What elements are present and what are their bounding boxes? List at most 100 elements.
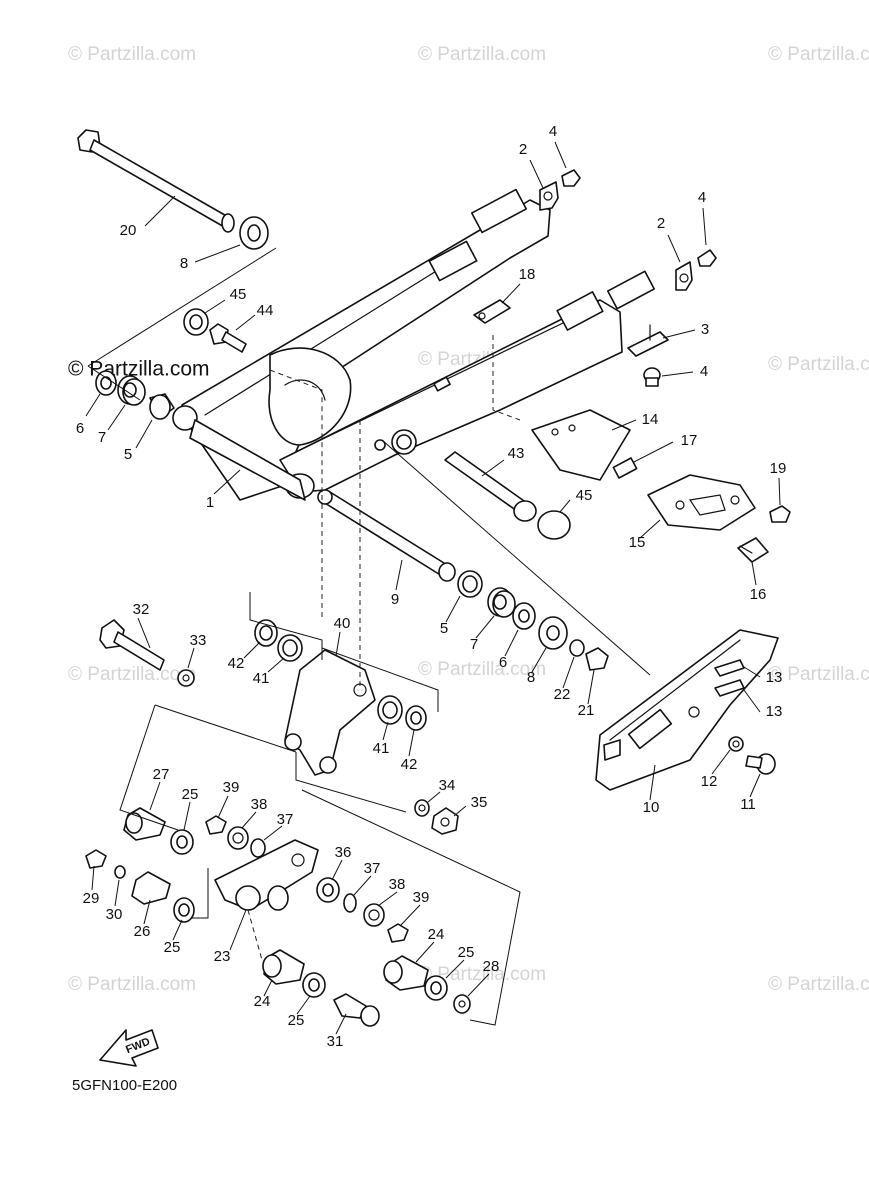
- seal-38-right: [363, 903, 385, 927]
- callout: 8: [527, 669, 535, 686]
- chain-guide: [647, 474, 756, 531]
- bolt-left: [209, 323, 247, 353]
- callout: 25: [458, 944, 475, 961]
- plate-3: [627, 324, 669, 357]
- callout: 5: [124, 446, 132, 463]
- relay-arm: [284, 649, 376, 776]
- callout: 7: [470, 636, 478, 653]
- callout: 35: [471, 794, 488, 811]
- callout: 31: [327, 1033, 344, 1050]
- hose-clamp-lower: [675, 261, 693, 291]
- collar-27: [123, 807, 166, 841]
- callout: 10: [643, 799, 660, 816]
- shaft-9: [317, 489, 456, 582]
- bearing-42-upper: [254, 619, 278, 647]
- bearing-36: [316, 877, 340, 903]
- callout: 29: [83, 890, 100, 907]
- watermark: © Partzilla.com: [418, 659, 546, 680]
- parts-layer: FWD: [77, 129, 791, 1067]
- cap-45: [537, 510, 571, 540]
- collar-26: [131, 871, 171, 905]
- callout: 40: [334, 615, 351, 632]
- callout: 42: [401, 756, 418, 773]
- callout: 28: [483, 958, 500, 975]
- callout: 6: [76, 420, 84, 437]
- chain-slider: [531, 409, 631, 481]
- callout: 16: [750, 586, 767, 603]
- watermark: © Partzilla.com: [418, 964, 546, 985]
- washer-34: [414, 799, 430, 817]
- watermark: © Partzilla.com: [418, 44, 546, 65]
- callout: 4: [549, 123, 557, 140]
- washer-33: [177, 669, 195, 687]
- bolt-31: [333, 993, 380, 1027]
- hose-clamp-upper: [539, 181, 559, 211]
- callout: 23: [214, 948, 231, 965]
- callout: 20: [120, 222, 137, 239]
- watermark: © Partzilla.com: [68, 358, 210, 381]
- callout: 24: [254, 993, 271, 1010]
- callout: 39: [223, 779, 240, 796]
- bolt-11: [745, 753, 776, 775]
- watermark: © Partzilla.com: [768, 354, 869, 375]
- callout: 21: [578, 702, 595, 719]
- callout: 9: [391, 591, 399, 608]
- left-side-bearing-stack: [95, 370, 175, 420]
- callout: 32: [133, 601, 150, 618]
- bearing-25-left: [173, 897, 195, 923]
- callout: 26: [134, 923, 151, 940]
- bolt-19: [769, 505, 791, 523]
- collar-24-right: [383, 955, 429, 991]
- callout: 33: [190, 632, 207, 649]
- callout: 19: [770, 460, 787, 477]
- ring-37: [250, 838, 266, 858]
- collar-24-left: [262, 949, 305, 985]
- bearing-41-lower: [377, 695, 403, 725]
- collar-left: [183, 308, 209, 336]
- bolt-4-right: [643, 367, 661, 387]
- callout: 6: [499, 654, 507, 671]
- bracket-18: [473, 299, 511, 324]
- watermark: © Partzilla.com: [68, 664, 196, 685]
- callout: 4: [698, 189, 706, 206]
- diagram-code: 5GFN100-E200: [72, 1077, 177, 1094]
- bearing-25-upper: [170, 829, 194, 855]
- watermark: © Partzilla.com: [768, 974, 869, 995]
- plates-13: [714, 659, 745, 697]
- bearing-41-upper: [277, 634, 303, 662]
- callout: 43: [508, 445, 525, 462]
- callout: 42: [228, 655, 245, 672]
- seal-38: [227, 826, 249, 850]
- bolt-lower: [697, 249, 717, 267]
- callout: 41: [253, 670, 270, 687]
- callout: 13: [766, 703, 783, 720]
- connecting-rod: [214, 839, 319, 911]
- callout: 3: [701, 321, 709, 338]
- callout: 24: [428, 926, 445, 943]
- leader-lines: [85, 141, 781, 1035]
- seal-39-right: [387, 923, 409, 943]
- callout: 2: [657, 215, 665, 232]
- swingarm-body: [172, 188, 656, 501]
- nut-35: [431, 807, 459, 835]
- callout: 13: [766, 669, 783, 686]
- callout: 25: [288, 1012, 305, 1029]
- washer-12: [728, 736, 744, 752]
- right-side-bearing-stack: [457, 570, 609, 671]
- callout: 30: [106, 906, 123, 923]
- pivot-shaft: [77, 129, 235, 233]
- watermark-layer: © Partzilla.com © Partzilla.com © Partzi…: [68, 44, 869, 995]
- bolt-upper: [561, 169, 581, 187]
- callout: 38: [251, 796, 268, 813]
- callout: 25: [164, 939, 181, 956]
- callout: 8: [180, 255, 188, 272]
- ring-37-right: [343, 893, 357, 913]
- callout: 11: [740, 796, 756, 813]
- callout: 4: [700, 363, 708, 380]
- callout: 1: [206, 494, 214, 511]
- callout: 37: [277, 811, 294, 828]
- callout: 45: [230, 286, 247, 303]
- bolt-32: [99, 619, 165, 671]
- bearing-25-lower: [302, 972, 326, 998]
